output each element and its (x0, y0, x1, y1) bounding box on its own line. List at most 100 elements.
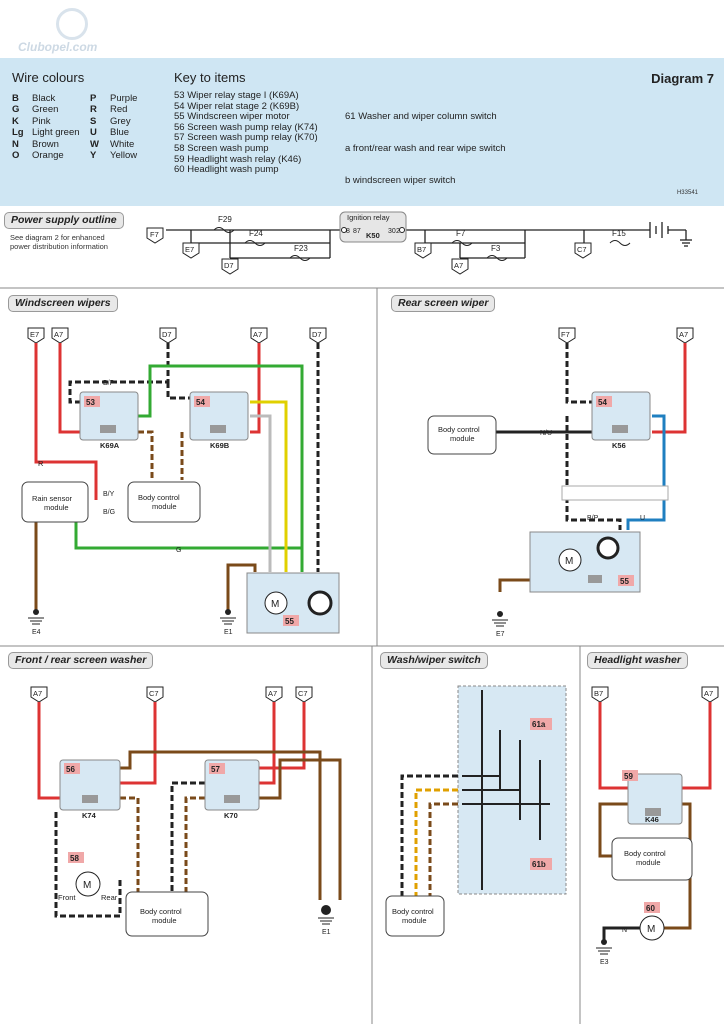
svg-text:K46: K46 (645, 815, 659, 824)
svg-text:Body control: Body control (624, 849, 666, 858)
svg-text:55: 55 (620, 577, 629, 586)
screen-washer-diagram: A7 C7 A7 C7 56 K74 57 K70 58 M (30, 686, 342, 937)
key-item: b windscreen wiper switch (345, 174, 456, 186)
svg-text:K70: K70 (224, 811, 238, 820)
key-item: 59 Headlight wash relay (K46) (174, 153, 302, 165)
svg-text:Rear: Rear (101, 893, 118, 902)
key-item: 56 Screen wash pump relay (K74) (174, 121, 318, 133)
fuse-f3-icon (486, 255, 508, 261)
svg-text:U: U (640, 515, 645, 522)
svg-text:D7: D7 (312, 330, 322, 339)
svg-text:module: module (152, 916, 177, 925)
fuse-f7-icon (451, 240, 473, 246)
key-items-list: 53 Wiper relay stage I (K69A) 54 Wiper r… (174, 90, 318, 176)
svg-text:54: 54 (598, 398, 607, 407)
svg-text:R: R (38, 459, 44, 468)
svg-text:E4: E4 (32, 629, 41, 636)
svg-text:A7: A7 (268, 689, 277, 698)
section-wash-wiper-switch: Wash/wiper switch (380, 652, 488, 669)
svg-text:Rain sensor: Rain sensor (32, 494, 73, 503)
key-items-list-2: 61 Washer and wiper column switch a fron… (345, 91, 506, 197)
svg-text:55: 55 (285, 617, 294, 626)
section-rear-screen-wiper: Rear screen wiper (391, 295, 496, 312)
svg-text:B7: B7 (417, 245, 426, 254)
wire-colours-title: Wire colours (12, 70, 85, 85)
svg-text:A7: A7 (704, 689, 713, 698)
key-item: 54 Wiper relat stage 2 (K69B) (174, 100, 300, 112)
watermark-logo: Clubopel.com (18, 8, 128, 54)
svg-text:E3: E3 (600, 959, 609, 966)
reference-code: H33541 (676, 190, 698, 196)
svg-text:E7: E7 (496, 631, 505, 638)
fuse-f23-icon (289, 255, 311, 261)
ignition-relay-label: Ignition relay (347, 213, 390, 222)
svg-text:61a: 61a (532, 720, 546, 729)
svg-text:Front: Front (58, 893, 76, 902)
relay-k50-label: K50 (366, 231, 380, 240)
power-supply-label: Power supply outline (4, 212, 124, 229)
fuse-label: F7 (456, 229, 466, 238)
key-title: Key to items (174, 70, 246, 85)
svg-text:C7: C7 (149, 689, 159, 698)
fuse-label: F3 (491, 244, 501, 253)
svg-text:K69A: K69A (100, 441, 120, 450)
key-item: 55 Windscreen wiper motor (174, 111, 290, 123)
svg-text:G: G (176, 547, 181, 554)
svg-text:E1: E1 (224, 629, 233, 636)
svg-text:59: 59 (624, 772, 633, 781)
svg-text:61b: 61b (532, 860, 546, 869)
svg-text:A7: A7 (454, 261, 463, 270)
key-item: 58 Screen wash pump (174, 142, 269, 154)
key-item: 60 Headlight wash pump (174, 164, 279, 176)
svg-text:K74: K74 (82, 811, 97, 820)
svg-text:56: 56 (66, 765, 75, 774)
svg-text:D7: D7 (224, 261, 234, 270)
svg-text:30: 30 (388, 228, 396, 235)
fuse-f15-icon (609, 240, 631, 246)
svg-text:F7: F7 (561, 330, 570, 339)
svg-text:M: M (565, 556, 573, 567)
key-item: 61 Washer and wiper column switch (345, 111, 497, 123)
section-screen-washer: Front / rear screen washer (8, 652, 154, 669)
header-panel (0, 58, 724, 206)
rear-screen-wiper-diagram: F7 A7 Body control module N/U 54 K56 M 5… (427, 327, 694, 638)
ignition-relay: Ignition relay 8 87 30 2 K50 (339, 211, 407, 243)
fuse-label: F23 (294, 244, 308, 253)
svg-text:K69B: K69B (210, 441, 230, 450)
svg-text:60: 60 (646, 904, 655, 913)
logo-ring-icon (56, 8, 88, 40)
svg-text:A7: A7 (33, 689, 42, 698)
key-item: 57 Screen wash pump relay (K70) (174, 132, 318, 144)
power-connectors: F7 E7 D7 B7 A7 C7 (146, 227, 592, 275)
section-dividers (0, 287, 724, 1024)
svg-text:58: 58 (70, 854, 79, 863)
svg-text:module: module (636, 858, 661, 867)
svg-text:module: module (44, 503, 69, 512)
svg-text:Body control: Body control (392, 907, 434, 916)
fuse-f29-icon (213, 227, 235, 233)
svg-text:Body control: Body control (140, 907, 182, 916)
svg-text:E1: E1 (322, 929, 331, 936)
watermark-text: Clubopel.com (18, 40, 98, 54)
svg-text:B/G: B/G (103, 509, 115, 516)
svg-text:M: M (83, 880, 91, 891)
svg-text:A7: A7 (679, 330, 688, 339)
svg-text:C7: C7 (298, 689, 308, 698)
windscreen-wipers-diagram: E7 A7 D7 A7 D7 53 54 (21, 327, 340, 636)
svg-text:D7: D7 (162, 330, 172, 339)
fuse-label: F15 (612, 229, 626, 238)
power-note: See diagram 2 for enhanced power distrib… (10, 233, 108, 251)
svg-text:57: 57 (211, 765, 220, 774)
svg-text:B7: B7 (594, 689, 603, 698)
svg-text:M: M (647, 924, 655, 935)
svg-text:N/U: N/U (540, 430, 552, 437)
svg-text:E7: E7 (185, 245, 194, 254)
svg-text:Body control: Body control (138, 493, 180, 502)
svg-text:54: 54 (196, 398, 205, 407)
svg-text:2: 2 (396, 228, 400, 235)
svg-text:K56: K56 (612, 441, 626, 450)
svg-text:87: 87 (353, 228, 361, 235)
fuse-label: F24 (249, 229, 263, 238)
